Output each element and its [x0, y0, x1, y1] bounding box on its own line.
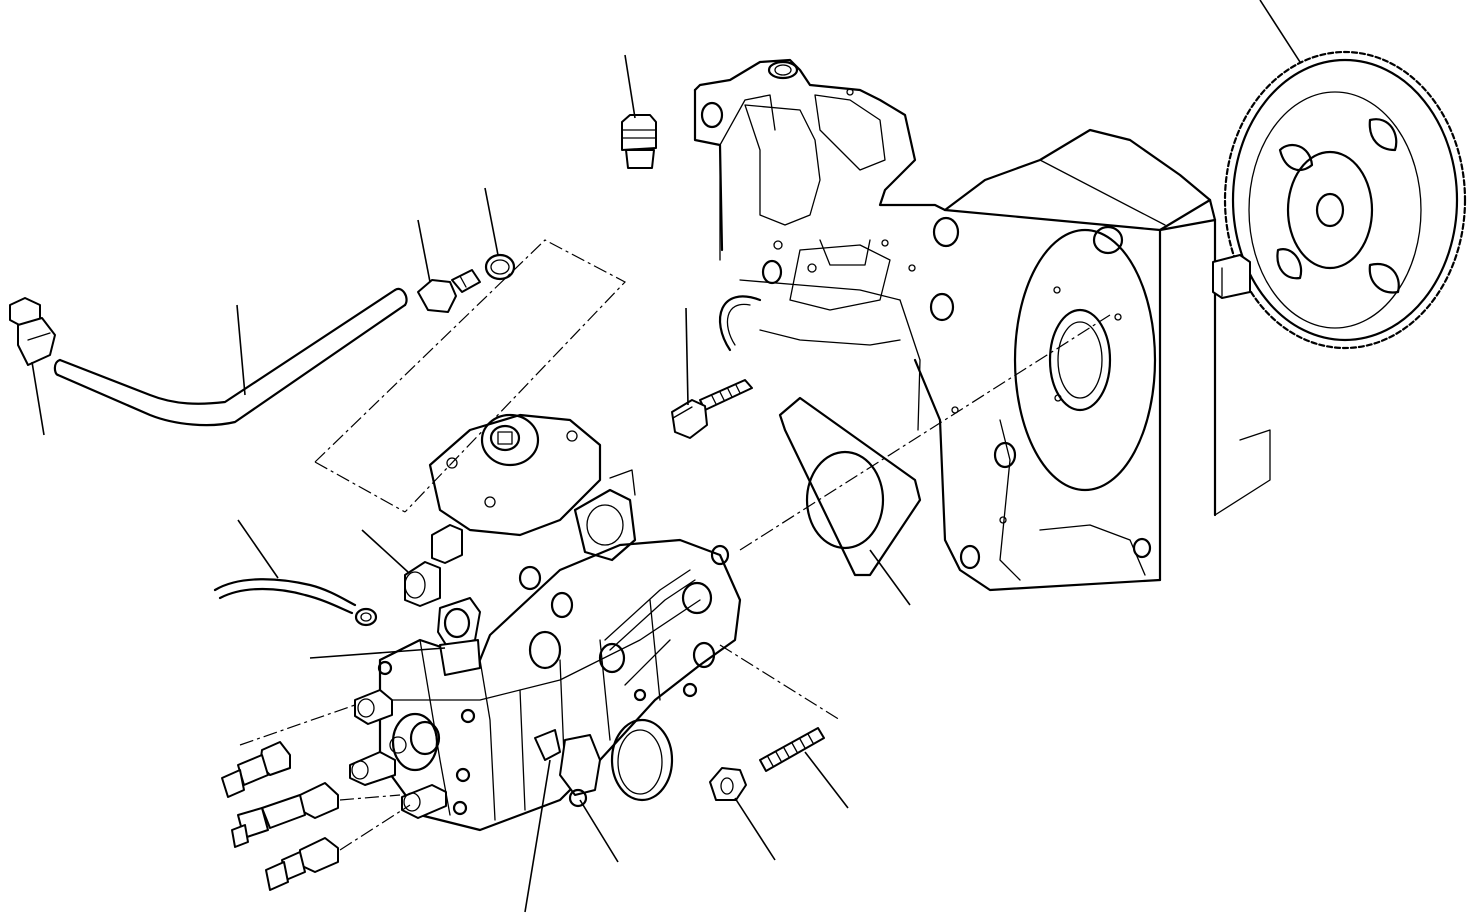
leader-gasket	[869, 549, 911, 606]
ground-wire	[213, 578, 378, 627]
leader-return-hose	[236, 304, 246, 396]
leader-delivery-valve	[524, 759, 551, 913]
timing-case-plate	[693, 58, 1271, 592]
leader-seal-washer	[484, 187, 499, 256]
seal-washer	[484, 253, 516, 281]
leader-flange-bolt	[685, 307, 689, 406]
leader-lines	[31, 0, 1301, 913]
leader-hose-union-bolt	[417, 219, 431, 283]
drive-gear	[1212, 50, 1467, 350]
leader-stud	[804, 751, 849, 809]
leader-drive-gear	[1259, 0, 1301, 63]
leader-plug	[624, 54, 636, 119]
return-hose	[53, 287, 408, 427]
leader-flange-nut	[734, 797, 776, 861]
leader-overflow-valve	[579, 799, 619, 863]
assembly-lines	[239, 239, 1111, 851]
gasket	[778, 396, 922, 577]
leader-injection-pump	[309, 647, 446, 659]
plug	[621, 114, 657, 169]
injection-pump	[349, 413, 742, 832]
leader-ground-wire	[237, 519, 279, 579]
delivery-valve-fittings	[221, 741, 339, 891]
flange-nut	[709, 767, 747, 801]
hose-union-bolt	[417, 269, 481, 313]
leader-banjo-bolt	[361, 529, 409, 573]
flange-bolt	[671, 379, 753, 439]
leader-cap-plug	[31, 361, 45, 436]
cap-plug	[9, 297, 56, 366]
stud	[759, 727, 825, 772]
